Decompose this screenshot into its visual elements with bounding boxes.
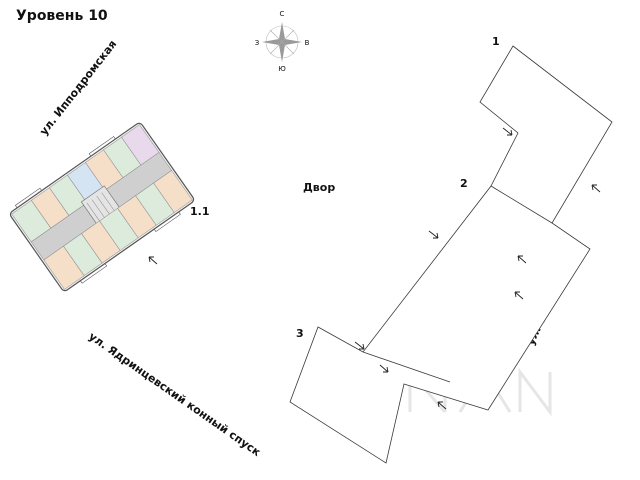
courtyard-label: Двор [303, 181, 335, 194]
stairs-icon [86, 192, 115, 222]
building-outline-1-2-3 [289, 45, 613, 464]
section-label-1-1: 1.1 [190, 205, 210, 218]
page-title: Уровень 10 [16, 8, 108, 24]
balconies [14, 136, 181, 284]
compass-west: З [255, 39, 260, 47]
entrance-arrow-icon [148, 256, 158, 265]
entrance-arrow-icon [437, 401, 447, 410]
street-ippodromskaya: ул. Ипподромская [37, 38, 119, 138]
compass-east: В [305, 39, 310, 47]
entrance-arrow-icon [502, 127, 513, 136]
compass-south: Ю [278, 65, 286, 73]
entrance-arrow-icon [591, 184, 601, 193]
entrance-arrow-icon [428, 230, 439, 239]
section-divider-1-2 [490, 185, 553, 224]
building-outline-group [289, 45, 613, 464]
entrance-arrows [148, 127, 601, 410]
entrance-arrow-icon [514, 291, 524, 300]
entrance-arrow-icon [517, 255, 527, 264]
section-label-2: 2 [460, 177, 468, 190]
section-divider-2-3 [362, 351, 451, 383]
compass-diagonals-icon [269, 29, 295, 55]
street-yadrintsevsky: ул. Ядринцевский конный спуск [86, 330, 263, 459]
section-label-1: 1 [492, 35, 500, 48]
section-label-3: 3 [296, 327, 304, 340]
entrance-arrow-icon [379, 364, 389, 373]
entrance-arrow-icon [354, 341, 365, 350]
apartment [153, 170, 193, 213]
compass: С Ю З В [255, 10, 310, 73]
compass-north: С [280, 10, 285, 18]
building-1-1 [9, 122, 195, 292]
